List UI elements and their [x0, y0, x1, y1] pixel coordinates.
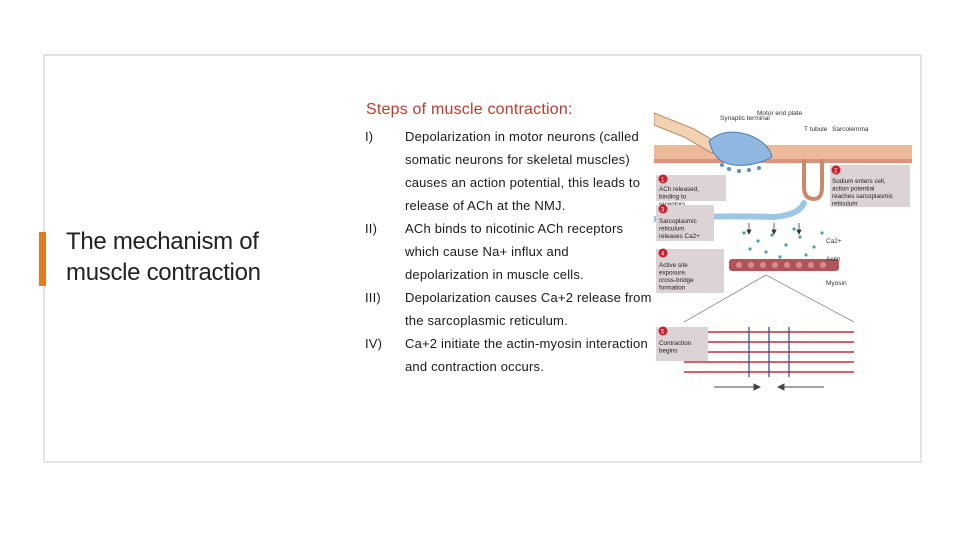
step-number: II): [365, 221, 378, 236]
svg-text:5: 5: [661, 330, 665, 336]
label-myosin: Myosin: [826, 280, 847, 287]
step-number: IV): [365, 336, 383, 351]
svg-text:Sodium enters cell,action pote: Sodium enters cell,action potentialreach…: [832, 178, 893, 208]
step-text: Ca+2 initiate the actin-myosin interacti…: [405, 336, 648, 374]
step-item-4: IV) Ca+2 initiate the actin-myosin inter…: [365, 332, 655, 378]
svg-text:4: 4: [661, 252, 665, 258]
synaptic-terminal: [708, 131, 773, 166]
steps-heading: Steps of muscle contraction:: [366, 101, 573, 118]
step-item-3: III) Depolarization causes Ca+2 release …: [365, 286, 655, 332]
muscle-contraction-figure: Synaptic terminal Motor end plate T tubu…: [654, 110, 912, 391]
label-ca: Ca2+: [826, 238, 842, 245]
slide-frame: [43, 54, 922, 463]
label-synaptic-terminal: Synaptic terminal: [720, 115, 770, 122]
sarcolemma-band: [654, 145, 912, 159]
step-number: I): [365, 129, 374, 144]
axon: [654, 112, 726, 154]
step-number: III): [365, 290, 381, 305]
label-t-tubule: T tubule: [804, 126, 828, 133]
step-text: Depolarization causes Ca+2 release from …: [405, 290, 652, 328]
label-motor-end-plate: Motor end plate: [757, 110, 803, 117]
steps-list: I) Depolarization in motor neurons (call…: [365, 125, 655, 378]
calcium-ions: [742, 227, 824, 259]
step-item-1: I) Depolarization in motor neurons (call…: [365, 125, 655, 217]
step-text: Depolarization in motor neurons (called …: [405, 129, 641, 213]
svg-text:1: 1: [661, 178, 665, 184]
label-actin: Actin: [826, 256, 841, 263]
slide-title: The mechanism of muscle contraction: [66, 228, 261, 286]
step-item-2: II) ACh binds to nicotinic ACh receptors…: [365, 217, 655, 286]
svg-text:3: 3: [661, 208, 665, 214]
step-text: ACh binds to nicotinic ACh receptors whi…: [405, 221, 624, 282]
t-tubule: [802, 159, 824, 202]
label-sarcolemma: Sarcolemma: [832, 126, 869, 133]
title-accent-bar: [39, 232, 46, 286]
svg-text:2: 2: [834, 169, 838, 175]
